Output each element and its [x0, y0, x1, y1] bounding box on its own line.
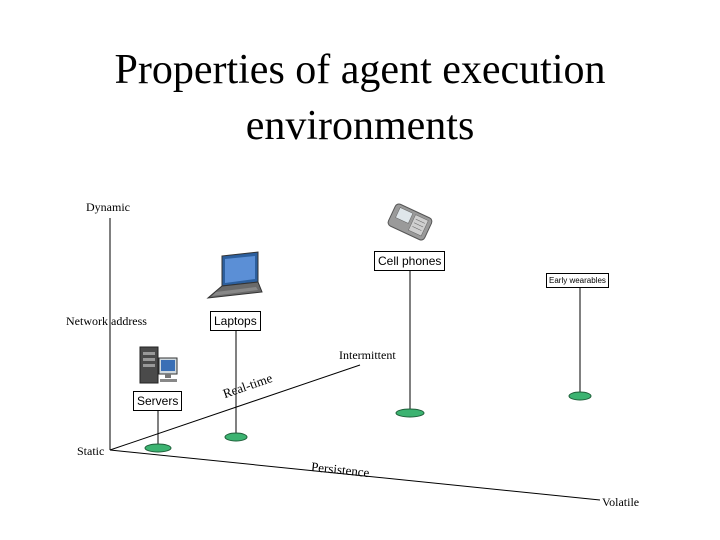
cell-phones-box: Cell phones [374, 251, 446, 271]
servers-marker [144, 443, 172, 453]
servers-box: Servers [133, 391, 183, 411]
cell-phones-marker [395, 408, 425, 418]
laptops-box: Laptops [210, 311, 261, 331]
early-wearables-box: Early wearables [546, 273, 609, 288]
slide-title: Properties of agent execution environmen… [114, 47, 606, 149]
laptops-marker [224, 432, 248, 442]
intermittent-label: Intermittent [339, 348, 396, 362]
early-wearables-marker [568, 391, 592, 401]
realtime-axis [109, 364, 361, 451]
dynamic-label: Dynamic [86, 200, 130, 214]
static-label: Static [77, 444, 105, 458]
volatile-label: Volatile [602, 495, 640, 509]
server-icon [139, 346, 178, 384]
cell-phone-icon [387, 203, 433, 241]
laptop-icon [206, 251, 263, 299]
network-address-label: Network address [66, 314, 147, 328]
persistence-axis [109, 449, 601, 501]
